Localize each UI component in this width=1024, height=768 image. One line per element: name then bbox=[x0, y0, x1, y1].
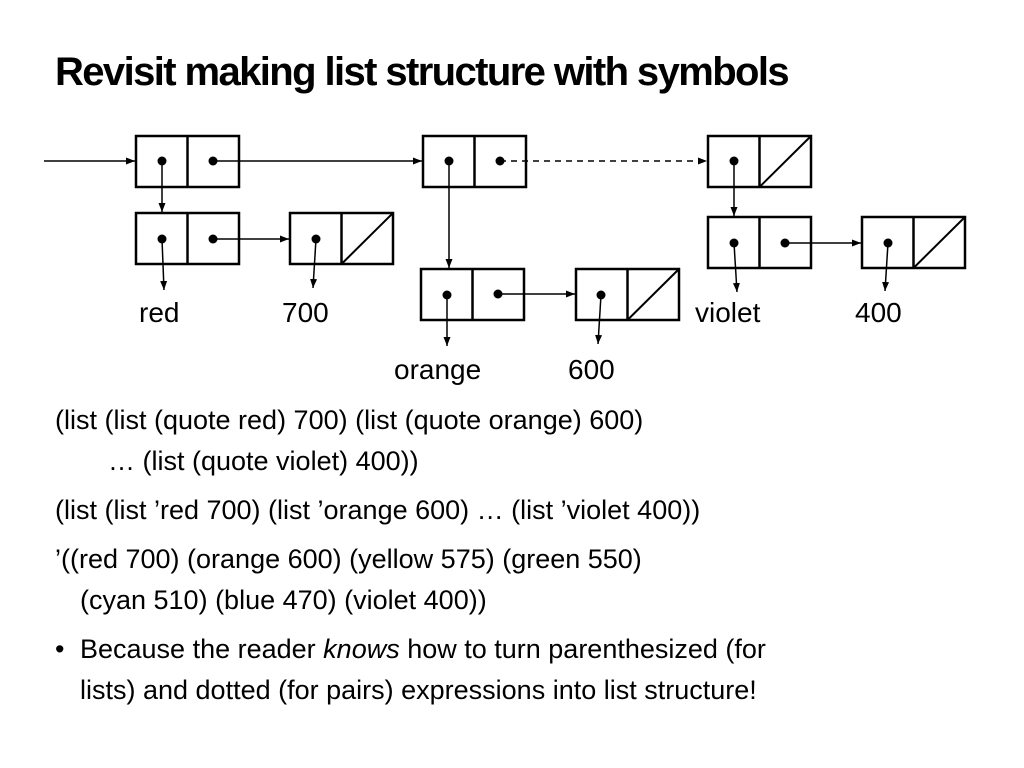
atom-arrow-700 bbox=[310, 238, 318, 289]
atom-600: 600 bbox=[568, 354, 615, 385]
bullet-text-rest: how to turn parenthesized (for bbox=[399, 634, 766, 664]
box-and-pointer-diagram: red 700 orange 600 violet 400 bbox=[44, 134, 967, 385]
atom-red: red bbox=[139, 297, 179, 328]
code-line-3b: (cyan 510) (blue 470) (violet 400)) bbox=[80, 585, 487, 615]
bullet-emphasis: knows bbox=[323, 634, 400, 664]
atom-700: 700 bbox=[282, 297, 329, 328]
code-line-1a: (list (list (quote red) 700) (list (quot… bbox=[55, 405, 644, 435]
atom-arrow-600 bbox=[595, 294, 603, 345]
bullet-text-line-1: Because the reader knows how to turn par… bbox=[80, 636, 766, 663]
slide-title: Revisit making list structure with symbo… bbox=[55, 50, 790, 94]
atom-arrow-400 bbox=[882, 242, 890, 292]
bullet-marker: • bbox=[55, 634, 65, 664]
atom-violet: violet bbox=[695, 297, 761, 328]
code-line-1b: … (list (quote violet) 400)) bbox=[108, 446, 419, 476]
code-line-2: (list (list ’red 700) (list ’orange 600)… bbox=[55, 495, 701, 525]
bullet-text-line-2: lists) and dotted (for pairs) expression… bbox=[80, 675, 757, 705]
atom-arrow-violet bbox=[732, 242, 740, 293]
code-line-3a: ’((red 700) (orange 600) (yellow 575) (g… bbox=[55, 544, 642, 574]
atom-400: 400 bbox=[855, 297, 902, 328]
bullet-text-start: Because the reader bbox=[80, 634, 324, 664]
atom-arrow-red bbox=[160, 238, 168, 291]
atom-orange: orange bbox=[394, 354, 481, 385]
